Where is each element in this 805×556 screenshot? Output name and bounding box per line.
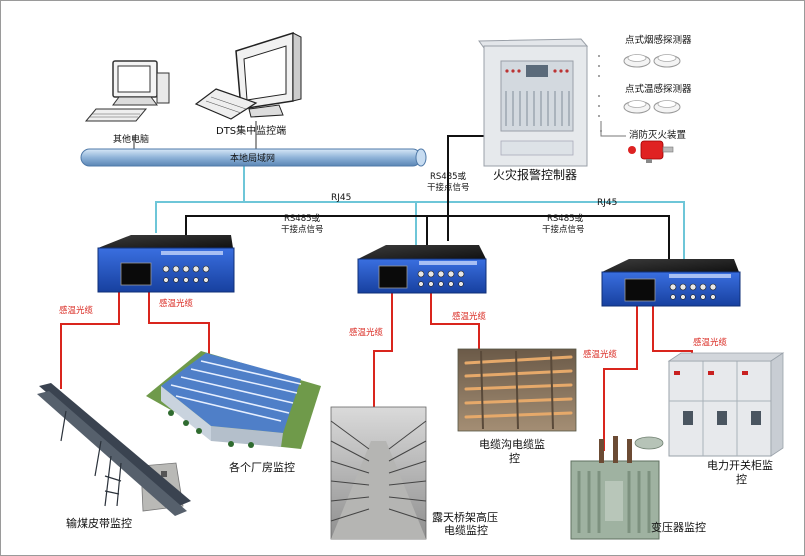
other-pc-icon xyxy=(84,60,170,122)
fiber-label-coal-belt: 感温光缆 xyxy=(59,305,94,316)
bridge-label-line1: 露天桥架高压 xyxy=(432,510,498,524)
temperature-detector-label: 点式温感探测器 xyxy=(625,83,692,95)
coal-belt-label: 输煤皮带监控 xyxy=(66,516,132,530)
fire-extinguisher-label: 消防灭火装置 xyxy=(629,129,686,141)
fiber-label-bridge: 感温光缆 xyxy=(349,327,384,338)
rj45-bus-line xyxy=(155,201,685,263)
fire-controller-label: 火灾报警控制器 xyxy=(493,167,577,182)
rj45-right-label: RJ45 xyxy=(597,198,617,208)
detector-connector-dots xyxy=(598,55,602,132)
smoke-detector-label: 点式烟感探测器 xyxy=(625,34,692,46)
trench-label-line1: 电缆沟电缆监 xyxy=(479,438,545,451)
transformer-scene xyxy=(570,436,664,540)
switchgear-label-line1: 电力开关柜监 xyxy=(707,458,773,472)
switchgear-scene xyxy=(667,352,785,457)
dts-monitor-pc-icon xyxy=(194,31,302,120)
rs485-left-label-line2: 干接点信号 xyxy=(281,224,324,235)
factory-label: 各个厂房监控 xyxy=(229,460,295,474)
dts-host-unit-left xyxy=(97,235,235,293)
rs485-right-label-line2: 干接点信号 xyxy=(542,224,585,235)
fiber-line-coal-belt xyxy=(60,291,120,389)
rs485-left-label-line1: RS485或 xyxy=(284,213,321,224)
rj45-left-label: RJ45 xyxy=(331,193,351,203)
dts-pc-label: DTS集中监控端 xyxy=(216,124,286,137)
rs485-controller-label-line2: 干接点信号 xyxy=(427,182,470,193)
fiber-label-factory: 感温光缆 xyxy=(159,298,194,309)
fiber-label-transformer: 感温光缆 xyxy=(583,349,618,360)
fire-alarm-controller-icon xyxy=(478,38,589,167)
dts-host-unit-middle xyxy=(357,245,487,294)
fiber-line-factory xyxy=(148,291,210,358)
rs485-right-label-line1: RS485或 xyxy=(547,213,584,224)
other-pc-label: 其他电脑 xyxy=(113,133,149,145)
dts-host-unit-right xyxy=(601,259,741,307)
lan-pipe xyxy=(80,148,427,167)
temperature-detector-icon xyxy=(623,100,681,114)
fiber-label-trench: 感温光缆 xyxy=(452,311,487,322)
trench-label-line2: 控 xyxy=(509,451,520,465)
smoke-detector-icon xyxy=(623,54,681,68)
fiber-label-switchgear: 感温光缆 xyxy=(693,337,728,348)
bridge-label-line2: 电缆监控 xyxy=(444,523,488,537)
rs485-controller-line xyxy=(447,135,488,241)
switchgear-label-line2: 控 xyxy=(736,472,747,486)
fiber-line-trench xyxy=(430,291,480,356)
extinguisher-link-line xyxy=(600,121,626,137)
lan-label: 本地局域网 xyxy=(230,152,275,164)
transformer-label: 变压器监控 xyxy=(651,520,706,534)
cable-bridge-scene xyxy=(330,406,427,540)
fiber-line-bridge xyxy=(373,291,393,431)
fire-extinguisher-icon xyxy=(628,140,674,163)
fiber-line-transformer xyxy=(603,306,638,451)
factory-scene xyxy=(146,351,321,449)
cable-trench-scene xyxy=(457,348,577,432)
rs485-controller-label-line1: RS485或 xyxy=(430,171,467,182)
coal-belt-scene xyxy=(37,383,191,516)
